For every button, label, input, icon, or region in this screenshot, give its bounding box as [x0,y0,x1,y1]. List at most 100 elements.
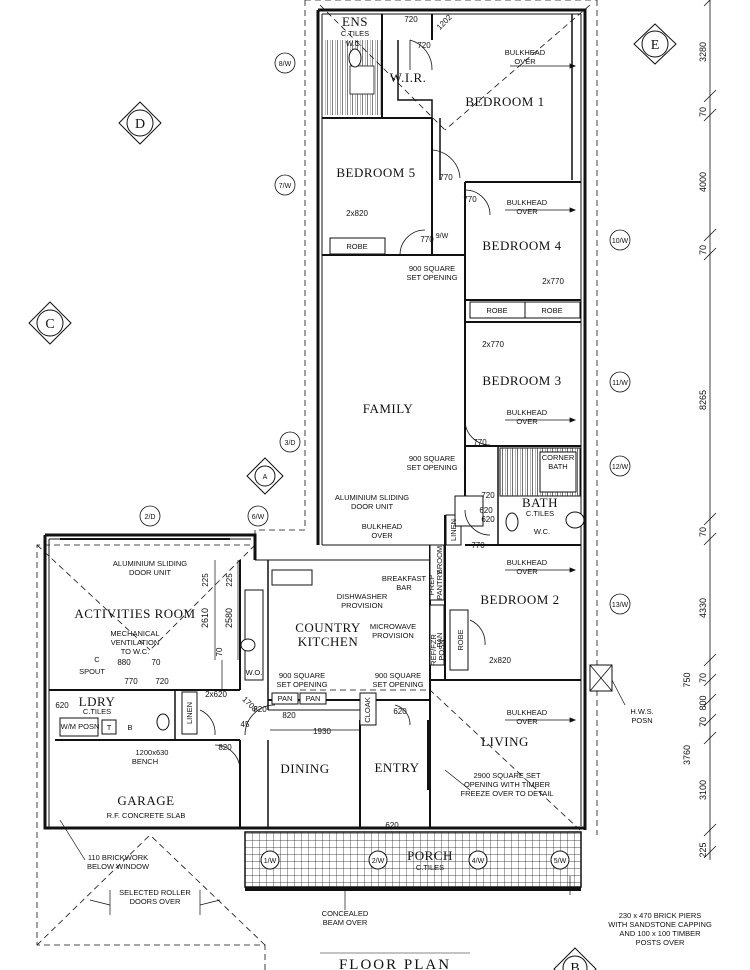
label-tiles-porch: C.TILES [416,863,444,872]
window-tag-13: 13/W [612,602,629,609]
dim-820-a: 820 [282,711,296,720]
note-brickwork-1: 110 BRICKWORK [88,853,148,862]
note-opening-900-d: 900 SQUARE [375,671,421,680]
dim-right-8265: 8265 [698,390,708,410]
window-tag-6: 6/W [252,514,265,521]
note-dishwasher-provision: PROVISION [341,601,383,610]
leader-lines [59,679,626,915]
room-living: LIVING [481,734,529,749]
room-bath: BATH [522,495,558,510]
dim-right-3280: 3280 [698,42,708,62]
note-hws-1: H.W.S. [630,707,653,716]
note-bar: BAR [396,583,412,592]
window-tag-2: 2/W [372,858,385,865]
note-over-bed4: OVER [516,207,538,216]
note-mech-vent-1: MECHANICAL [110,629,159,638]
dim-right-70-a: 70 [698,107,708,117]
note-opening-900-a: 900 SQUARE [409,264,455,273]
room-ens: ENS [342,14,368,29]
dim-720-b: 720 [417,41,431,50]
label-wo: W.O. [246,668,263,677]
window-tags [139,52,631,615]
label-wc-ens: W.C. [346,39,362,48]
dim-right-70-e: 70 [698,717,708,727]
note-over-bed2: OVER [516,567,538,576]
dim-770-f: 770 [124,677,138,686]
label-linen-a: LINEN [449,519,458,541]
note-bulkhead-family: BULKHEAD [362,522,403,531]
dim-620-c: 620 [55,701,69,710]
note-over-living: OVER [516,717,538,726]
note-over-bed1: OVER [514,57,536,66]
note-mech-vent-3: TO W.C. [121,647,150,656]
note-set-opening-a: SET OPENING [406,273,457,282]
window-tag-11: 11/W [612,380,628,387]
dim-right-4330: 4330 [698,598,708,618]
dim-225-a: 225 [201,573,210,587]
dim-2x770-b: 2x770 [482,340,504,349]
note-over-family: OVER [371,531,393,540]
note-microwave-provision: PROVISION [372,631,414,640]
dim-1202: 1202 [435,12,454,31]
door-swings [199,39,491,771]
dim-770-b: 770 [463,195,477,204]
section-marker-e: E [633,23,677,65]
dim-820-b: 820 [218,743,232,752]
roof-outline [36,0,598,970]
dim-45: 45 [241,720,250,729]
dim-2x820-a: 2x820 [346,209,368,218]
dim-720-c: 720 [481,491,495,500]
note-opening-2900-3: FREEZE OVER TO DETAIL [461,789,554,798]
dim-770-a: 770 [439,173,453,182]
room-wir: W.I.R. [390,70,427,85]
room-garage: GARAGE [117,793,174,808]
window-tag-12: 12/W [612,464,629,471]
room-laundry: LDRY [79,694,116,709]
dimension-line-right [703,0,717,860]
label-pan-c: PAN [435,633,444,648]
notes: BULKHEAD OVER BULKHEAD OVER BULKHEAD OVE… [61,29,712,947]
note-bench: BENCH [132,757,158,766]
note-spout: SPOUT [79,667,105,676]
label-corner-bath-1: CORNER [542,453,575,462]
note-roller-2: DOORS OVER [130,897,181,906]
porch-piers [260,850,570,870]
window-tag-4: 4/W [472,858,485,865]
dim-right-4000: 4000 [698,172,708,192]
window-tag-1: 1/W [264,858,277,865]
note-set-opening-d: SET OPENING [372,680,423,689]
note-alum-sliding-family: ALUMINIUM SLIDING [335,493,409,502]
inner-dimension-lines [214,560,360,731]
door-tag-3: 3/D [285,440,296,447]
room-bedroom-3: BEDROOM 3 [482,373,561,388]
note-breakfast: BREAKFAST [382,574,427,583]
window-tag-10: 10/W [612,238,629,245]
window-tag-5: 5/W [554,858,567,865]
room-bedroom-1: BEDROOM 1 [465,94,544,109]
note-alum-sliding-activities: ALUMINIUM SLIDING [113,559,187,568]
section-label-b: B [570,961,579,970]
label-linen-b: LINEN [185,702,194,724]
note-piers-2: WITH SANDSTONE CAPPING [608,920,712,929]
note-set-opening-c: SET OPENING [276,680,327,689]
note-piers-1: 230 x 470 BRICK PIERS [619,911,702,920]
room-activities: ACTIVITIES ROOM [74,606,195,621]
note-over-bed3: OVER [516,417,538,426]
dim-right-70-b: 70 [698,245,708,255]
room-family: FAMILY [363,401,414,416]
dim-70-a: 70 [152,658,161,667]
section-label-c: C [45,317,54,332]
label-pan-b: PAN [306,694,321,703]
note-set-opening-b: SET OPENING [406,463,457,472]
dim-770-c: 770 [420,235,434,244]
label-refzr: REF/FZR [429,634,438,666]
note-bulkhead-bed3: BULKHEAD [507,408,548,417]
dim-770-e: 770 [471,541,485,550]
note-microwave: MICROWAVE [370,622,416,631]
dim-2x620: 2x620 [205,690,227,699]
label-b-mark: B [127,723,132,732]
window-tag-9: 9/W [436,233,449,240]
room-bedroom-4: BEDROOM 4 [482,238,561,253]
dim-right-3760: 3760 [682,745,692,765]
note-bulkhead-bed1: BULKHEAD [505,48,546,57]
